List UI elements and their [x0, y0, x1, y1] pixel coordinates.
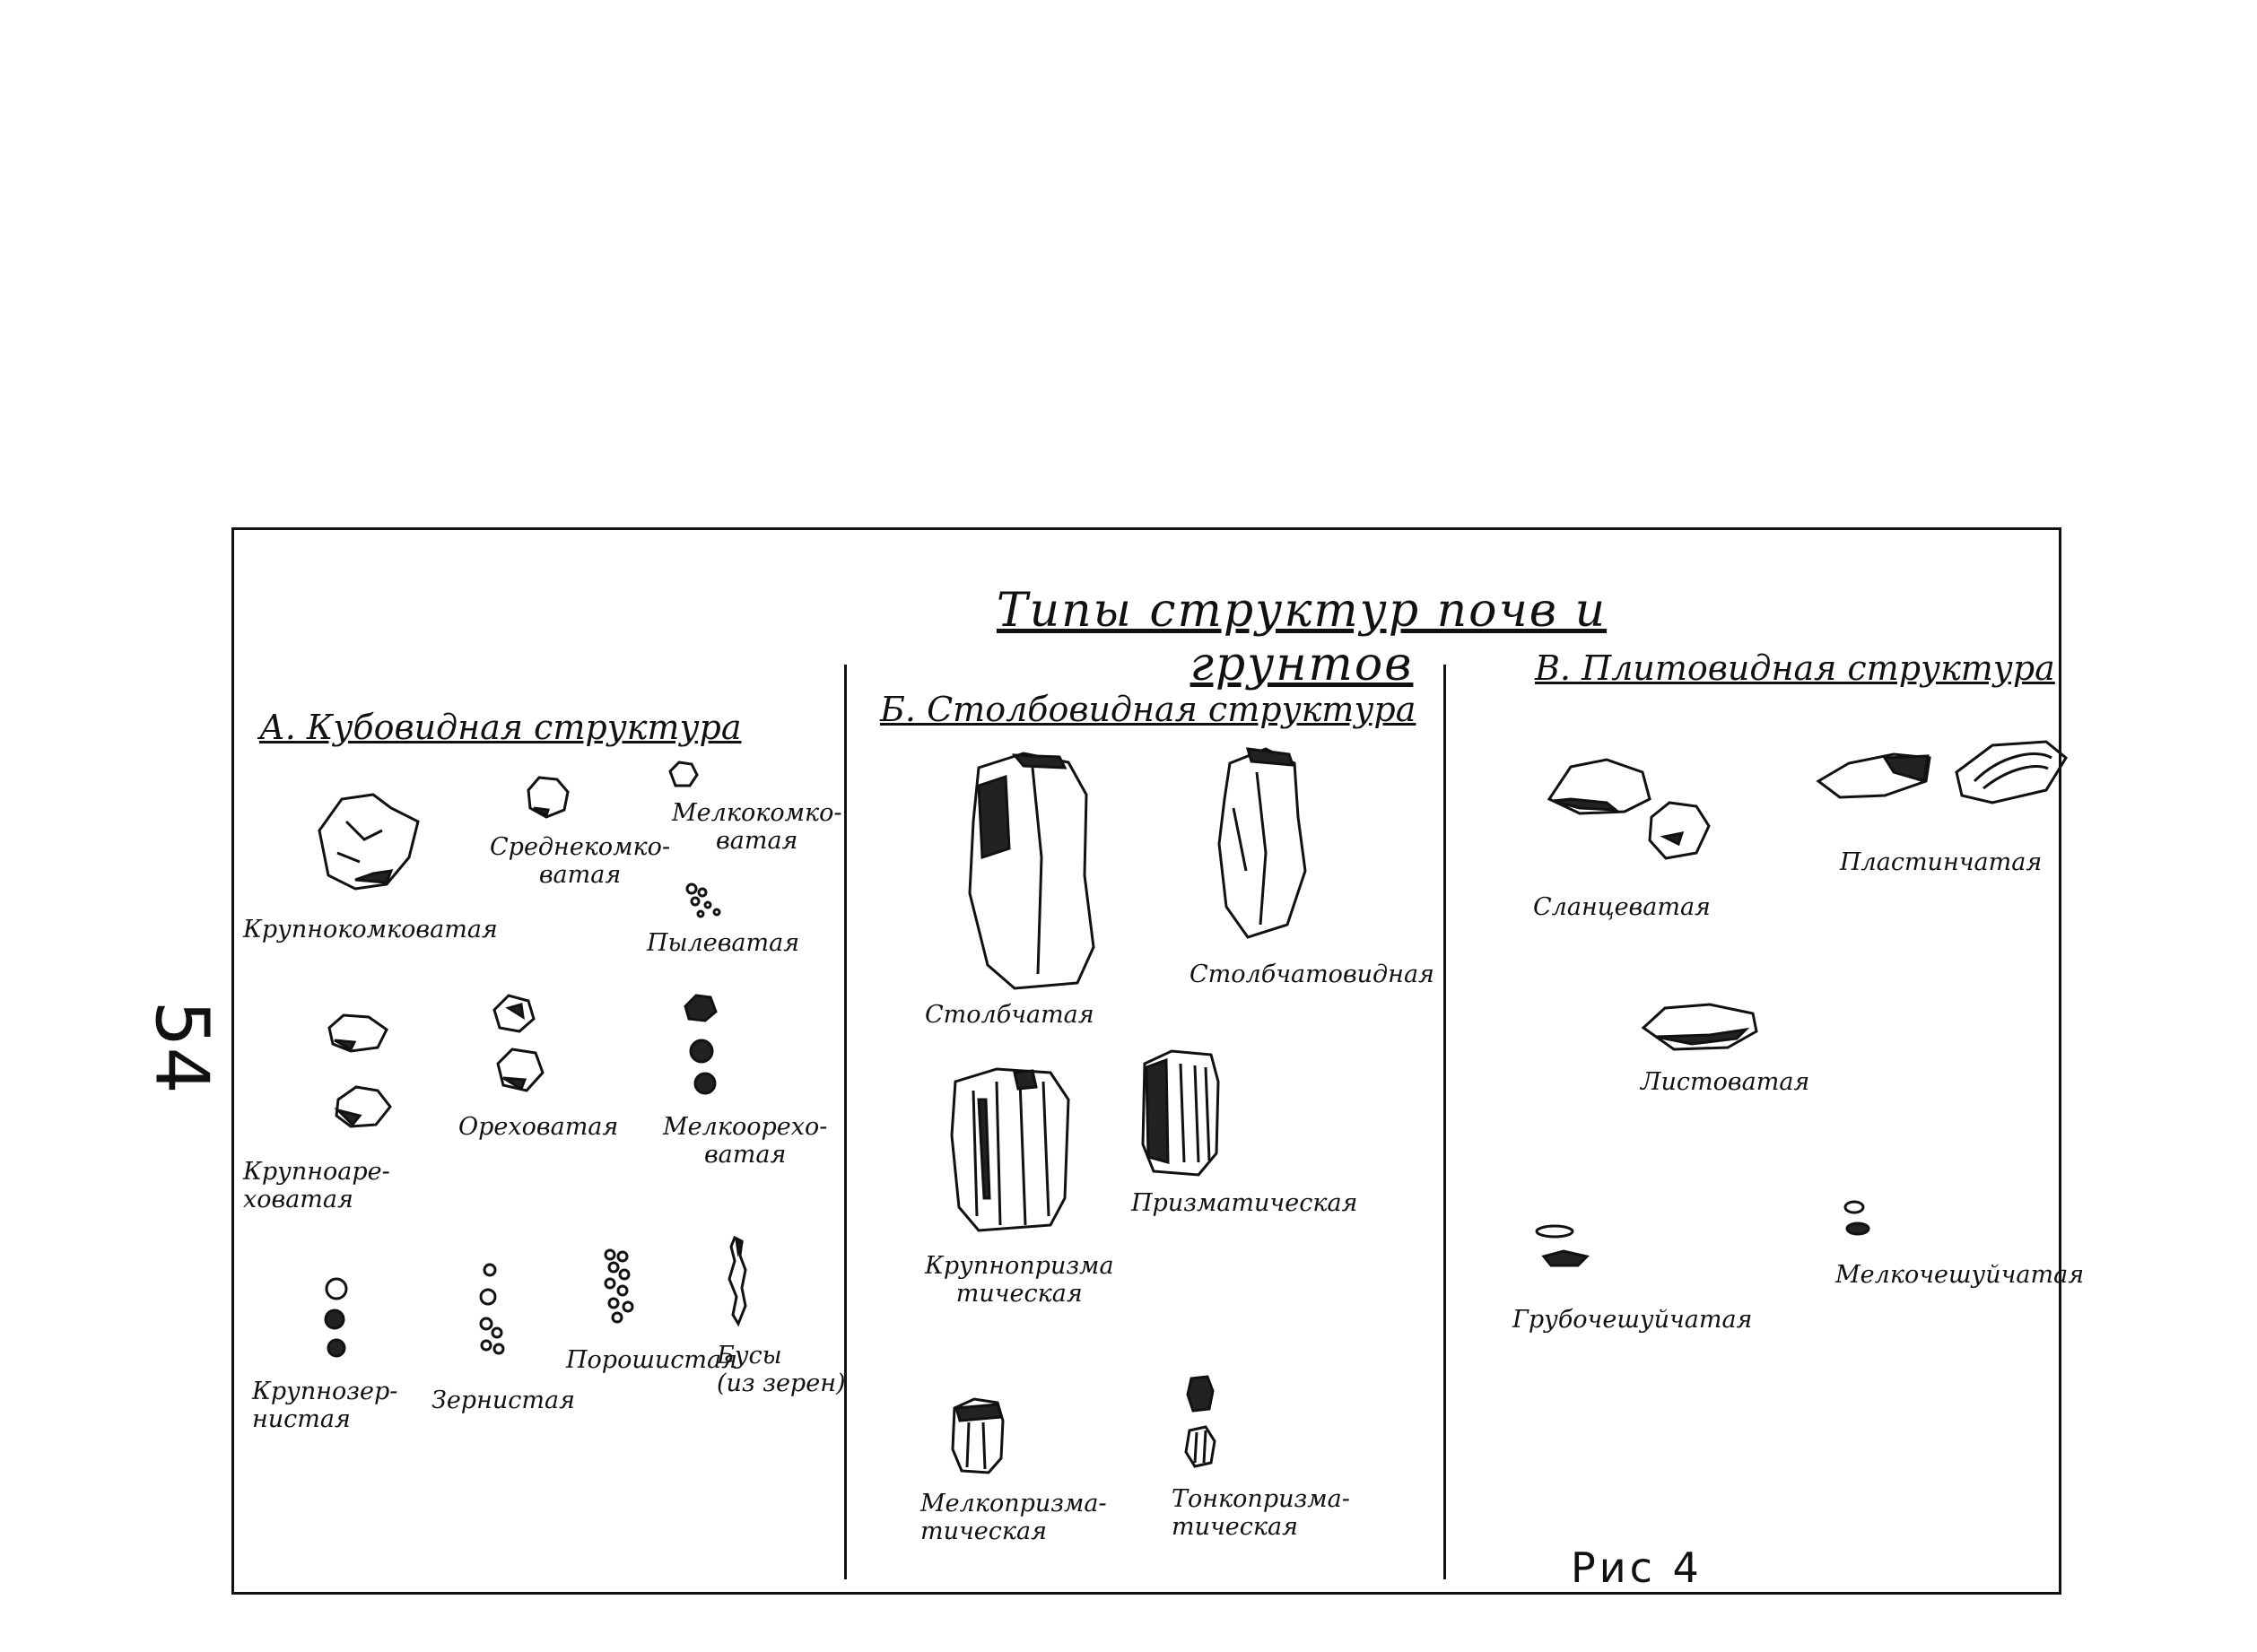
label-orekhovataya: Ореховатая — [458, 1113, 618, 1141]
divider-left — [844, 665, 847, 1579]
label-tonkoprizmaticheskaya: Тонкопризма- тическая — [1172, 1485, 1350, 1541]
specimen-orekhovataya — [485, 992, 557, 1109]
section-v-heading: В. Плитовидная структура — [1535, 648, 2055, 688]
label-zernistaya: Зернистая — [431, 1387, 575, 1414]
label-busy: Бусы (из зерен) — [717, 1342, 846, 1397]
label-melkoorekhovataya: Мелкоорехо- ватая — [663, 1113, 827, 1169]
label-prizmaticheskaya: Призматическая — [1131, 1189, 1357, 1217]
label-stolbchataya: Столбчатая — [925, 1001, 1094, 1029]
label-melkoprizmaticheskaya: Мелкопризма- тическая — [920, 1490, 1107, 1545]
figure-caption: Рис 4 — [1571, 1543, 1703, 1592]
divider-right — [1443, 665, 1446, 1579]
specimen-poroshistaya — [597, 1248, 642, 1328]
figure-frame: Типы структур почв и грунтов А. Кубовидн… — [231, 527, 2061, 1595]
specimen-stolbchataya — [952, 750, 1104, 992]
specimen-busy — [719, 1234, 754, 1333]
label-melkokomkovataya: Мелкокомко- ватая — [672, 799, 841, 855]
label-melkocheshuychataya: Мелкочешуйчатая — [1835, 1261, 2084, 1289]
specimen-prizmaticheskaya — [1136, 1046, 1225, 1180]
label-grubocheshuychataya: Грубочешуйчатая — [1512, 1306, 1752, 1334]
label-slantsevataya: Сланцеватая — [1533, 893, 1711, 921]
specimen-krupnozernistaya — [313, 1274, 358, 1364]
label-krupnokomkovataya: Крупнокомковатая — [243, 916, 498, 943]
specimen-srednekomkovataya — [521, 772, 575, 822]
specimen-stolbchatovidnaya — [1212, 745, 1311, 943]
specimen-zernistaya — [472, 1261, 517, 1360]
label-srednekomkovataya: Среднекомко- ватая — [490, 833, 670, 889]
specimen-pylevataya — [683, 880, 728, 925]
specimen-grubocheshuychataya — [1533, 1221, 1596, 1274]
label-krupnoorekhovataya: Крупноаре- ховатая — [243, 1158, 390, 1213]
specimen-krupnoprizmaticheskaya — [943, 1064, 1077, 1234]
section-a-heading: А. Кубовидная структура — [259, 708, 742, 747]
specimen-listovataya — [1638, 1001, 1764, 1055]
label-listovataya: Листоватая — [1641, 1068, 1809, 1096]
specimen-slantsevataya — [1544, 754, 1732, 871]
label-krupnoprizmaticheskaya: Крупнопризма тическая — [925, 1252, 1114, 1308]
specimen-melkoprizmaticheskaya — [947, 1396, 1010, 1476]
label-stolbchatovidnaya: Столбчатовидная — [1190, 961, 1434, 988]
label-pylevataya: Пылеватая — [647, 929, 799, 957]
specimen-melkoorekhovataya — [678, 992, 732, 1100]
specimen-krupnoorekhovataya — [324, 1010, 396, 1144]
section-b-heading: Б. Столбовидная структура — [880, 690, 1416, 729]
specimen-plastinchataya — [1813, 736, 2073, 817]
specimen-melkocheshuychataya — [1840, 1198, 1876, 1243]
specimen-krupnokomkovataya — [301, 786, 427, 902]
label-plastinchataya: Пластинчатая — [1840, 848, 2042, 876]
specimen-tonkoprizmaticheskaya — [1181, 1373, 1225, 1472]
label-krupnozernistaya: Крупнозер- нистая — [252, 1378, 397, 1433]
specimen-melkokomkovataya — [665, 759, 701, 791]
page-number: 54 — [139, 1000, 224, 1093]
label-poroshistaya: Порошистая — [566, 1346, 737, 1374]
